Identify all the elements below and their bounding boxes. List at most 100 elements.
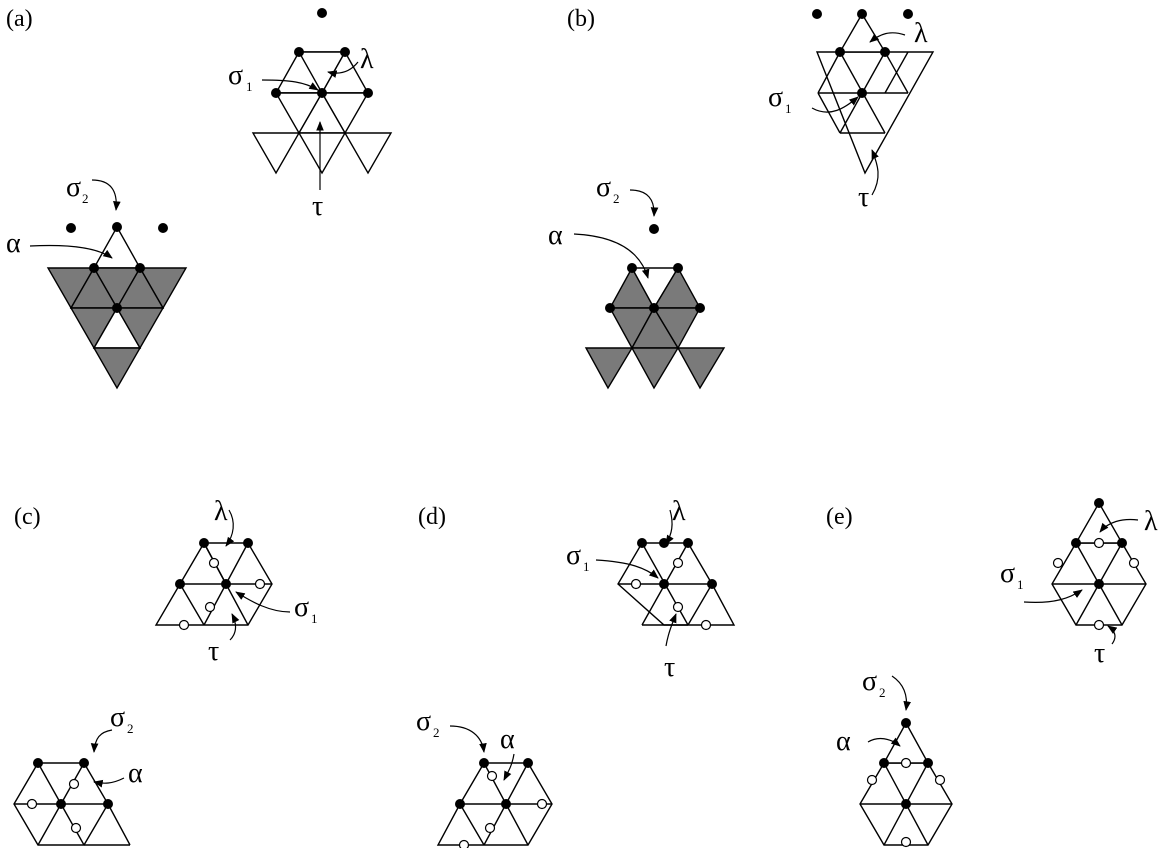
panel-e-label: (e) [826,504,853,530]
triangle [92,225,142,269]
sigma-label: σ [596,172,611,203]
vertex-dot [221,579,231,589]
sigma2-arrow [91,179,121,211]
vertex-dot [455,799,465,809]
vertex-dot [89,263,99,273]
vertex-dot [1094,498,1104,508]
vertex-dot [317,88,327,98]
sigma-label: σ [228,60,243,91]
vertex-dot [243,538,253,548]
panel-d: (d) λ σ 1 τ [416,496,736,848]
vertex-dot [56,799,66,809]
vertex-dot [1094,579,1104,589]
sigma2-arrow [449,725,487,753]
panel-a: (a) σ 1 λ τ [6,6,393,390]
open-dot [204,601,216,613]
alpha-label: α [548,220,563,251]
tau-label: τ [664,652,675,683]
triangle [251,132,301,175]
panel-c: (c) λ σ 1 τ [13,496,318,846]
edge-line [817,92,841,134]
sigma1-arrow [235,591,291,613]
sigma-label: σ [110,702,125,733]
vertex-dot [523,758,533,768]
triangle [1074,501,1124,544]
panel-a-shaded-structure: σ 2 α [6,172,188,390]
sigma1-arrow [1023,589,1083,603]
vertex-dot [627,263,637,273]
panel-c-lower-structure: σ 2 α [13,702,143,846]
sigma2-arrow [629,189,659,217]
panel-d-label: (d) [418,504,446,530]
vertex-dot [66,223,76,233]
open-dot [866,774,878,786]
lambda-label: λ [214,496,228,527]
vertex-dot [835,47,845,57]
vertex-dot [158,223,168,233]
subscript-label: 2 [613,191,620,206]
shaded-triangle [630,347,680,390]
sigma2-arrow [891,675,912,711]
lambda-label: λ [914,18,928,49]
panel-b-shaded-structure: σ 2 α [548,172,726,390]
alpha-arrow [93,777,125,788]
open-dot [536,798,548,810]
sigma1-arrow [261,79,319,91]
lambda-arrow [869,32,906,43]
panel-b-label: (b) [567,6,595,32]
open-dot [178,619,190,631]
subscript-label: 1 [785,101,792,116]
panel-a-upper-structure: σ 1 λ τ [228,8,393,222]
open-dot [672,601,684,613]
lambda-label: λ [672,496,686,527]
edge-line [459,803,485,846]
shaded-triangle [584,347,634,390]
vertex-dot [112,303,122,313]
panel-e-lower-structure: σ 2 α [836,666,953,848]
edge-line [817,51,841,94]
panel-a-label: (a) [6,6,33,32]
open-dot [900,836,912,848]
alpha-arrow [867,737,901,747]
subscript-label: 2 [433,725,440,740]
vertex-dot [1117,538,1127,548]
open-dot [254,578,266,590]
tau-arrow [871,149,879,196]
alpha-arrow [503,753,515,781]
open-dot [934,774,946,786]
subscript-label: 1 [1017,577,1024,592]
panel-b-upper-structure: λ σ 1 τ [768,9,935,213]
vertex-dot [649,224,659,234]
panel-e: (e) λ σ 1 τ [826,498,1158,848]
vertex-dot [317,8,327,18]
vertex-dot [637,538,647,548]
panel-d-lower-structure: σ 2 α [416,706,553,848]
vertex-dot [857,88,867,98]
vertex-dot [112,222,122,232]
alpha-arrow [573,233,650,279]
vertex-dot [879,758,889,768]
open-dot [68,778,80,790]
tau-label: τ [1094,638,1105,669]
triangle [343,132,393,175]
tau-arrow [1107,625,1118,645]
sigma-label: σ [566,540,581,571]
sigma-label: σ [768,82,783,113]
vertex-dot [501,799,511,809]
open-dot [1052,557,1064,569]
edge-line [884,51,909,94]
open-dot [486,770,498,782]
sigma1-arrow [811,96,859,113]
sigma-label: σ [862,666,877,697]
sigma1-arrow [595,559,659,579]
triangle [882,721,930,764]
vertex-dot [363,88,373,98]
vertex-dot [659,538,669,548]
vertex-dot [812,9,822,19]
vertex-dot [673,263,683,273]
panel-e-upper-structure: λ σ 1 τ [1000,498,1158,669]
panel-b: (b) λ σ 1 τ [548,6,935,390]
vertex-dot [857,9,867,19]
vertex-dot [707,579,717,589]
